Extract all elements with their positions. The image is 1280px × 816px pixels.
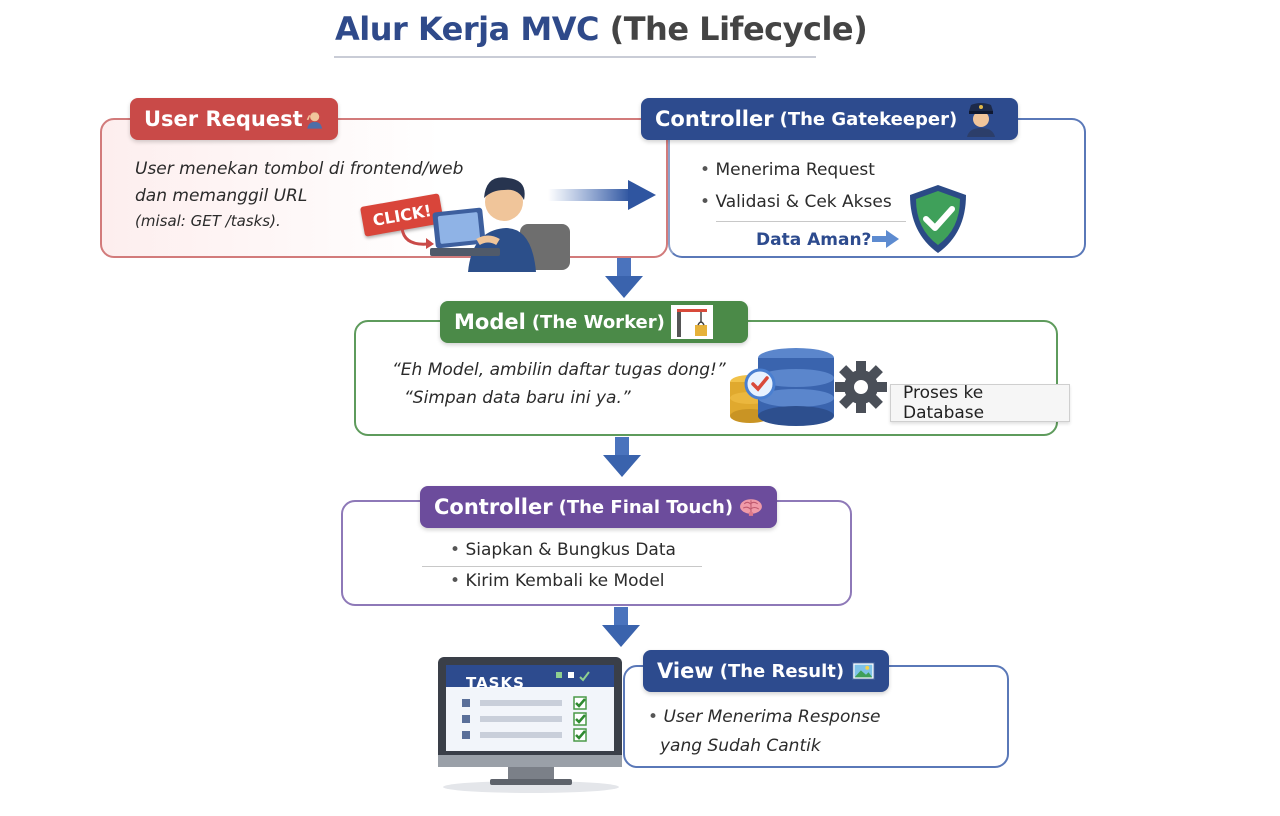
gatekeeper-bullet-1: Menerima Request: [700, 157, 875, 183]
user-avatar-icon: [306, 112, 322, 129]
shield-check-icon: [910, 185, 966, 253]
user-request-header: User Request: [130, 98, 338, 140]
model-title: Model: [454, 310, 526, 334]
data-aman-label: Data Aman?: [756, 230, 872, 250]
user-request-line-1: User menekan tombol di frontend/web: [135, 159, 464, 179]
final-title: Controller: [434, 495, 553, 519]
user-request-line-2: dan memanggil URL: [135, 186, 308, 206]
monitor-tasks-title: TASKS: [466, 674, 525, 692]
crane-icon: [670, 305, 713, 339]
final-bullet-1: Siapkan & Bungkus Data: [450, 537, 675, 563]
user-request-panel: [100, 118, 668, 258]
gatekeeper-subtitle: (The Gatekeeper): [779, 108, 958, 130]
gatekeeper-title: Controller: [655, 107, 774, 131]
page-title: Alur Kerja MVC (The Lifecycle): [335, 10, 868, 48]
model-quote-2: “Simpan data baru ini ya.”: [404, 388, 631, 408]
title-main: Alur Kerja MVC: [335, 10, 599, 48]
view-line-2: yang Sudah Cantik: [660, 736, 821, 756]
click-curve-arrow-icon: [400, 227, 434, 249]
view-subtitle: (The Result): [719, 660, 845, 682]
controller-gatekeeper-header: Controller (The Gatekeeper): [641, 98, 1018, 140]
monitor-icon: [438, 657, 622, 793]
view-header: View (The Result): [643, 650, 889, 692]
gatekeeper-divider: [716, 221, 906, 222]
flow-arrow-down-2: [603, 437, 641, 477]
model-header: Model (The Worker): [440, 301, 748, 343]
title-sub: (The Lifecycle): [609, 10, 868, 48]
user-request-line-3: (misal: GET /tasks).: [135, 212, 281, 230]
view-title: View: [657, 659, 714, 683]
flow-arrow-down-1: [605, 258, 643, 298]
small-arrow-right-icon: [872, 230, 899, 248]
image-icon: [852, 662, 875, 680]
final-subtitle: (The Final Touch): [558, 496, 734, 518]
final-divider: [422, 566, 702, 567]
flow-arrow-down-3: [602, 607, 640, 647]
database-icon: [730, 348, 834, 426]
laptop-user-illustration: [430, 177, 570, 272]
controller-final-header: Controller (The Final Touch): [420, 486, 777, 528]
db-process-label: Proses ke Database: [890, 383, 1070, 423]
gear-icon: [835, 361, 887, 413]
brain-icon: [740, 499, 762, 516]
final-bullet-2: Kirim Kembali ke Model: [450, 568, 664, 594]
model-quote-1: “Eh Model, ambilin daftar tugas dong!”: [392, 360, 726, 380]
police-icon: [967, 103, 996, 137]
view-line-1: User Menerima Response: [648, 704, 880, 730]
gatekeeper-bullet-2: Validasi & Cek Akses: [700, 189, 891, 215]
flow-arrow-right: [548, 180, 656, 210]
model-subtitle: (The Worker): [531, 311, 665, 333]
title-underline: [334, 56, 816, 58]
user-request-title: User Request: [144, 107, 303, 131]
